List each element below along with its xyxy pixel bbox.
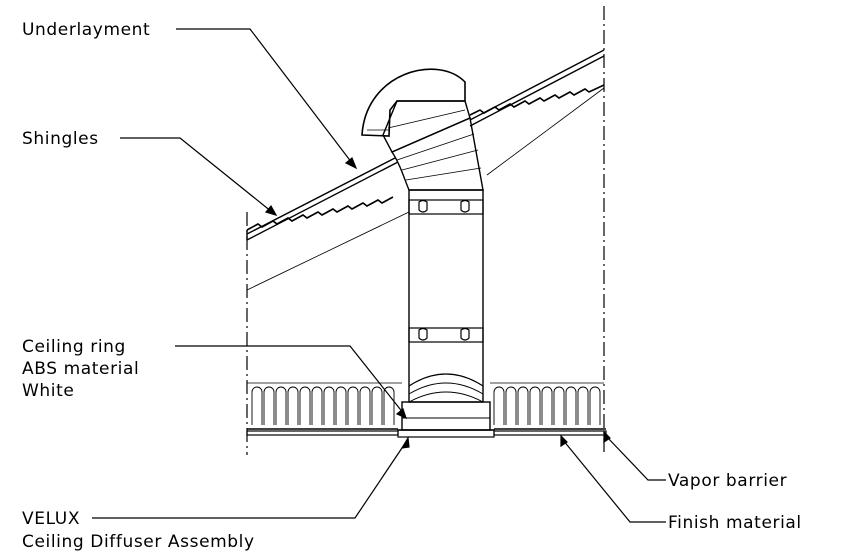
label-vapor-barrier: Vapor barrier (668, 471, 787, 491)
labels: Underlayment Shingles Ceiling ring ABS m… (22, 20, 802, 552)
label-white: White (22, 381, 74, 401)
insulation (247, 382, 604, 425)
label-velux: VELUX (22, 509, 80, 529)
label-underlayment: Underlayment (22, 20, 150, 40)
leader-lines (92, 28, 666, 523)
finish-material-layer (246, 430, 399, 436)
tunnel-tube (408, 189, 484, 403)
label-abs-material: ABS material (22, 359, 139, 379)
shingles-layer (246, 196, 394, 231)
label-shingles: Shingles (22, 129, 99, 149)
rafter-line (246, 211, 410, 291)
label-ceiling-diffuser-assembly: Ceiling Diffuser Assembly (22, 532, 255, 552)
ceiling-ring (401, 401, 491, 431)
roof-assembly (246, 49, 605, 291)
ceiling-layers (246, 428, 607, 436)
label-ceiling-ring: Ceiling ring (22, 337, 126, 357)
label-finish-material: Finish material (668, 513, 802, 533)
underlayment-layer (246, 157, 396, 235)
dome (361, 68, 466, 137)
boundary-lines (246, 6, 605, 455)
roof-deck (246, 161, 399, 241)
